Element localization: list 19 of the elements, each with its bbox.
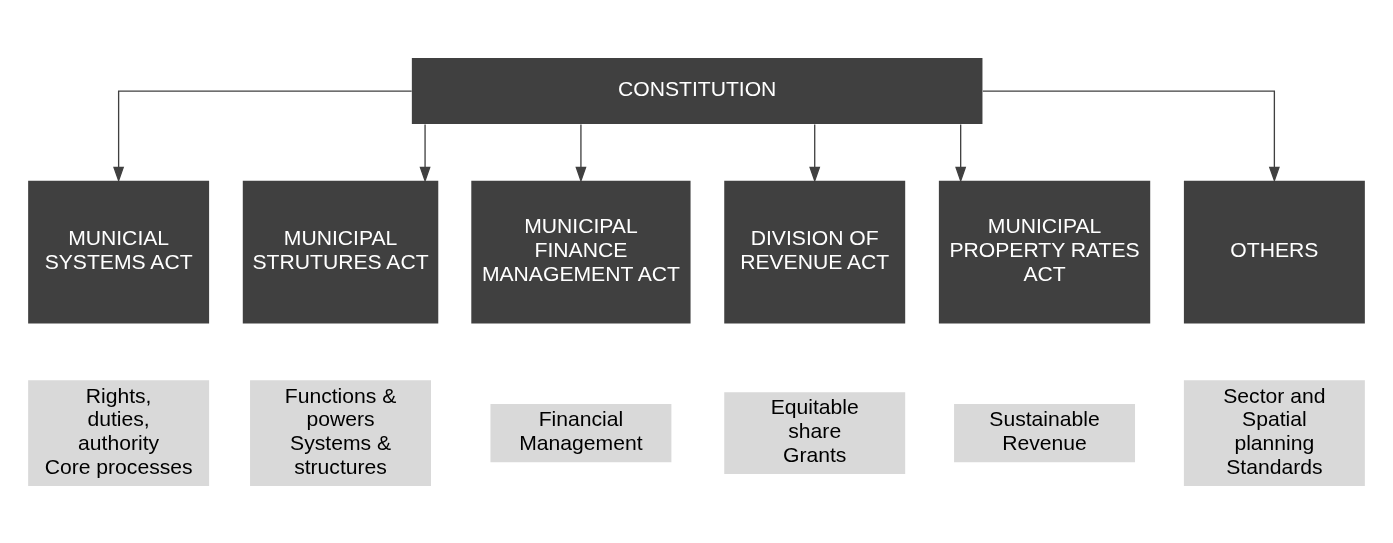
- node-box: Functions & powers Systems & structures: [250, 379, 431, 486]
- arrow: [113, 89, 413, 183]
- node-box: MUNICIPAL STRUTURES ACT: [242, 180, 439, 323]
- arrow: [982, 89, 1280, 183]
- node-box: CONSTITUTION: [411, 57, 983, 124]
- node-box: DIVISION OF REVENUE ACT: [724, 180, 906, 323]
- arrow: [419, 123, 431, 183]
- node-box: Equitable share Grants: [724, 391, 906, 474]
- arrow: [575, 123, 587, 183]
- node-box: MUNICIPAL PROPERTY RATES ACT: [938, 180, 1151, 323]
- arrow: [955, 123, 967, 183]
- node-box: Rights, duties, authority Core processes: [28, 379, 210, 486]
- node-box: Sustainable Revenue: [954, 403, 1136, 462]
- arrow: [809, 123, 821, 183]
- node-box: MUNICIAL SYSTEMS ACT: [28, 180, 210, 323]
- node-box: MUNICIPAL FINANCE MANAGEMENT ACT: [471, 180, 691, 323]
- node-box: Sector and Spatial planning Standards: [1183, 379, 1365, 486]
- node-box: Financial Management: [490, 403, 672, 462]
- node-box: OTHERS: [1183, 180, 1365, 323]
